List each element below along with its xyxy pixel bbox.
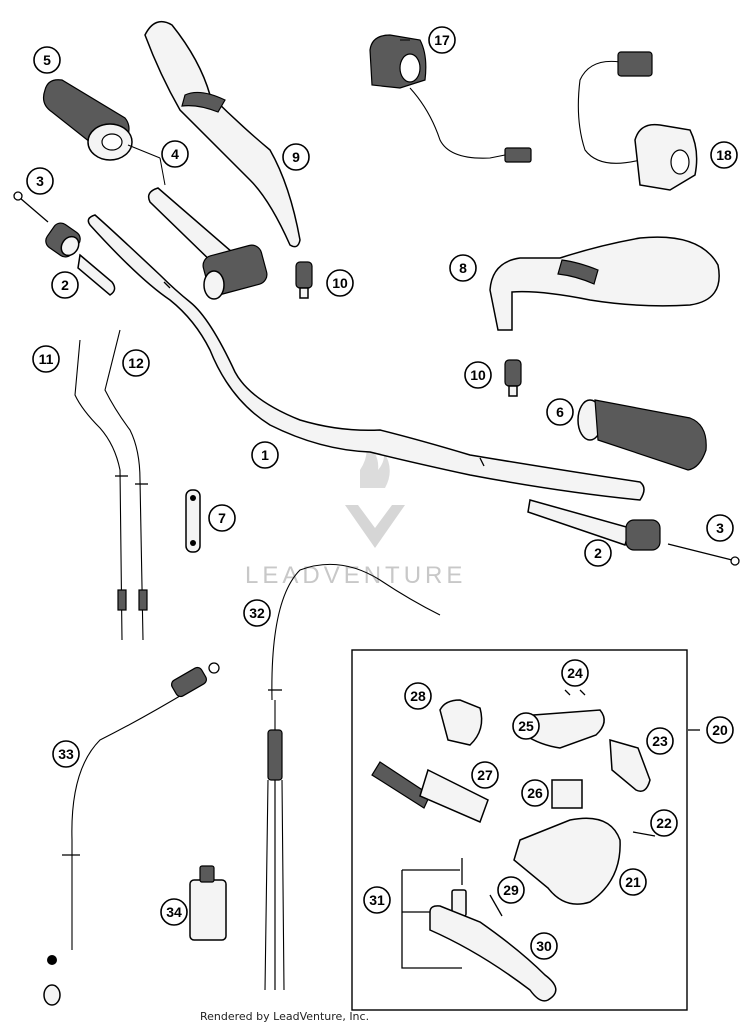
svg-text:2: 2 xyxy=(61,277,69,293)
grip-left xyxy=(42,79,133,161)
callout-2-right: 2 xyxy=(584,539,612,567)
watermark: LEADVENTURE xyxy=(245,440,466,589)
svg-text:29: 29 xyxy=(503,882,519,898)
svg-text:12: 12 xyxy=(128,355,144,371)
adjuster-screw-right xyxy=(504,359,522,397)
callout-27: 27 xyxy=(471,761,499,789)
svg-text:23: 23 xyxy=(652,733,668,749)
bar-end-weight-right xyxy=(527,499,661,551)
callout-7: 7 xyxy=(208,504,236,532)
adjuster-screw-left xyxy=(295,261,313,299)
svg-text:17: 17 xyxy=(434,32,450,48)
clamp-plate xyxy=(185,489,201,553)
callout-18: 18 xyxy=(710,141,738,169)
svg-text:1: 1 xyxy=(261,447,269,463)
svg-text:25: 25 xyxy=(518,718,534,734)
cable-32 xyxy=(264,563,441,991)
callout-32: 32 xyxy=(243,599,271,627)
callout-2-left: 2 xyxy=(51,271,79,299)
svg-text:11: 11 xyxy=(39,351,54,367)
callout-33: 33 xyxy=(52,740,80,768)
svg-text:9: 9 xyxy=(292,149,300,165)
svg-text:2: 2 xyxy=(594,545,602,561)
callout-5: 5 xyxy=(33,46,61,74)
svg-text:8: 8 xyxy=(459,260,467,276)
callout-17: 17 xyxy=(428,26,456,54)
callout-25: 25 xyxy=(512,712,540,740)
switch-left xyxy=(369,34,532,163)
switch-right xyxy=(577,51,698,191)
svg-text:33: 33 xyxy=(58,746,74,762)
clutch-parts xyxy=(371,689,656,1002)
callout-29: 29 xyxy=(497,876,525,904)
callout-24: 24 xyxy=(561,659,589,687)
svg-text:5: 5 xyxy=(43,52,51,68)
svg-text:10: 10 xyxy=(470,367,486,383)
callout-26: 26 xyxy=(521,779,549,807)
throttle-cables xyxy=(74,329,148,641)
callout-6: 6 xyxy=(546,398,574,426)
callout-31: 31 xyxy=(363,886,391,914)
svg-text:7: 7 xyxy=(218,510,226,526)
grip-right xyxy=(577,399,707,471)
svg-text:3: 3 xyxy=(36,173,44,189)
svg-text:20: 20 xyxy=(712,722,728,738)
callout-30: 30 xyxy=(530,932,558,960)
callout-1: 1 xyxy=(251,441,279,469)
bar-end-weight-left xyxy=(45,222,116,296)
svg-text:3: 3 xyxy=(716,520,724,536)
callout-22: 22 xyxy=(650,809,678,837)
footer-credit: Rendered by LeadVenture, Inc. xyxy=(200,1010,370,1023)
callout-10-right: 10 xyxy=(464,361,492,389)
bolt-left xyxy=(13,191,49,223)
svg-text:30: 30 xyxy=(536,938,552,954)
svg-text:26: 26 xyxy=(527,785,543,801)
watermark-text: LEADVENTURE xyxy=(245,562,466,589)
svg-text:34: 34 xyxy=(166,904,182,920)
svg-text:24: 24 xyxy=(567,665,583,681)
callout-3-right: 3 xyxy=(706,514,734,542)
callout-8: 8 xyxy=(449,254,477,282)
clutch-assembly-box xyxy=(351,649,700,1011)
svg-text:28: 28 xyxy=(410,688,426,704)
svg-text:18: 18 xyxy=(716,147,732,163)
callout-28: 28 xyxy=(404,682,432,710)
throttle-tube xyxy=(147,187,268,300)
callout-11: 11 xyxy=(32,345,60,373)
oil-bottle xyxy=(189,865,227,941)
throttle-housing xyxy=(144,20,301,248)
handlebar xyxy=(87,214,645,501)
callout-3-left: 3 xyxy=(26,167,54,195)
callout-4: 4 xyxy=(161,140,189,168)
hydraulic-hose xyxy=(43,662,220,1006)
svg-text:27: 27 xyxy=(477,767,493,783)
callout-34: 34 xyxy=(160,898,188,926)
svg-text:6: 6 xyxy=(556,404,564,420)
hand-guard-right xyxy=(489,236,720,331)
svg-text:32: 32 xyxy=(249,605,265,621)
svg-text:10: 10 xyxy=(332,275,348,291)
bolt-right xyxy=(667,543,740,566)
callout-9: 9 xyxy=(282,143,310,171)
svg-text:22: 22 xyxy=(656,815,672,831)
callout-20: 20 xyxy=(706,716,734,744)
callout-23: 23 xyxy=(646,727,674,755)
callout-12: 12 xyxy=(122,349,150,377)
callout-21: 21 xyxy=(619,868,647,896)
svg-text:4: 4 xyxy=(171,146,179,162)
callout-10-left: 10 xyxy=(326,269,354,297)
leader-lines xyxy=(127,39,410,186)
svg-text:21: 21 xyxy=(625,874,641,890)
svg-text:31: 31 xyxy=(369,892,385,908)
